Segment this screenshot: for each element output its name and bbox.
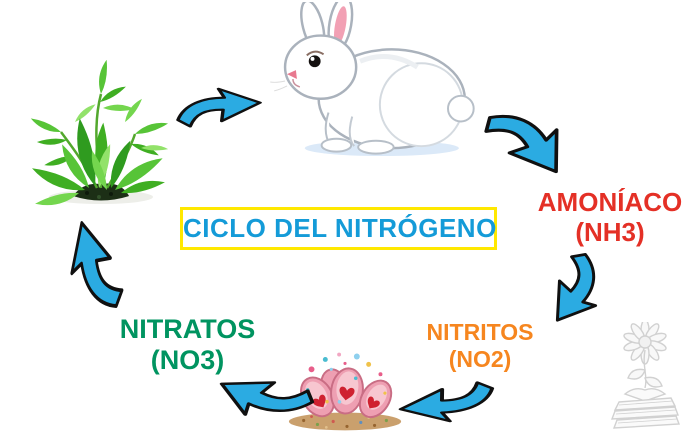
diagram-title: CICLO DEL NITRÓGENO [180, 207, 497, 250]
plant-leaves [29, 60, 169, 208]
microbe-blobs [300, 367, 393, 419]
nitritos-formula: (NO2) [448, 346, 512, 372]
watermark-books [610, 387, 680, 429]
arrow-nitritos-to-bacteria [392, 379, 505, 429]
diagram-title-text: CICLO DEL NITRÓGENO [183, 213, 497, 243]
nitratos-formula: (NO3) [150, 345, 225, 375]
node-nitritos: NITRITOS (NO2) [405, 319, 555, 373]
arrow-amoniaco-to-nitritos [535, 247, 619, 334]
amoniaco-formula: (NH3) [575, 217, 645, 247]
rabbit-face [270, 50, 325, 92]
rabbit-illustration [270, 2, 475, 157]
plant-illustration [29, 60, 169, 208]
rabbit-head [283, 34, 358, 101]
arrow-plant-to-rabbit [170, 83, 266, 130]
arrow-rabbit-to-amoniaco [477, 93, 582, 188]
rabbit-tail [447, 94, 475, 123]
arrow-nitratos-to-plant [59, 210, 127, 325]
amoniaco-label: AMONÍACO [537, 187, 683, 217]
nitratos-label: NITRATOS [119, 314, 256, 344]
microbe-bubbles [308, 352, 383, 377]
watermark-flower [623, 322, 667, 389]
plant-soil [73, 183, 129, 201]
node-nitratos: NITRATOS (NO3) [105, 314, 270, 376]
nitritos-label: NITRITOS [426, 319, 534, 345]
watermark-flower-books-logo [610, 322, 680, 429]
soil-speckles [302, 415, 388, 429]
bacteria-illustration [288, 352, 402, 431]
rabbit-legs [320, 112, 395, 155]
node-amoniaco: AMONÍACO (NH3) [520, 187, 700, 247]
